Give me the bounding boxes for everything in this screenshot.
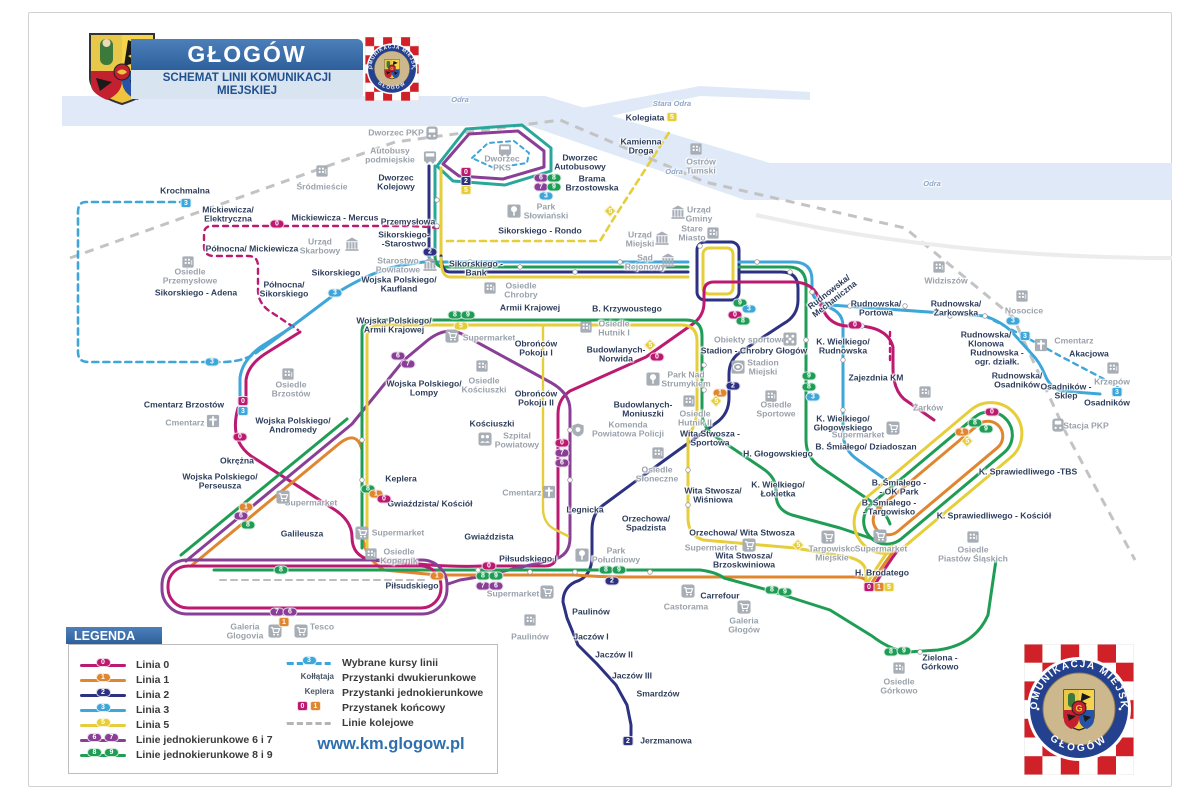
page-subtitle: SCHEMAT LINII KOMUNIKACJI MIEJSKIEJ	[131, 70, 363, 99]
legend-symbol-rail: Linie kolejowe	[284, 717, 414, 729]
legend-title: LEGENDA	[66, 627, 162, 644]
river-odra	[62, 96, 1172, 200]
header-banner: GŁOGÓW	[131, 39, 363, 70]
km-logo-small	[364, 37, 420, 101]
website-link[interactable]: www.km.glogow.pl	[317, 735, 465, 753]
page-title: GŁOGÓW	[187, 41, 307, 67]
legend-box	[68, 644, 498, 774]
river-stara-odra	[560, 86, 810, 124]
km-logo-large	[1024, 644, 1134, 775]
map-frame	[28, 12, 1172, 787]
railway-lines	[69, 118, 1137, 561]
road-faint	[755, 213, 1173, 260]
